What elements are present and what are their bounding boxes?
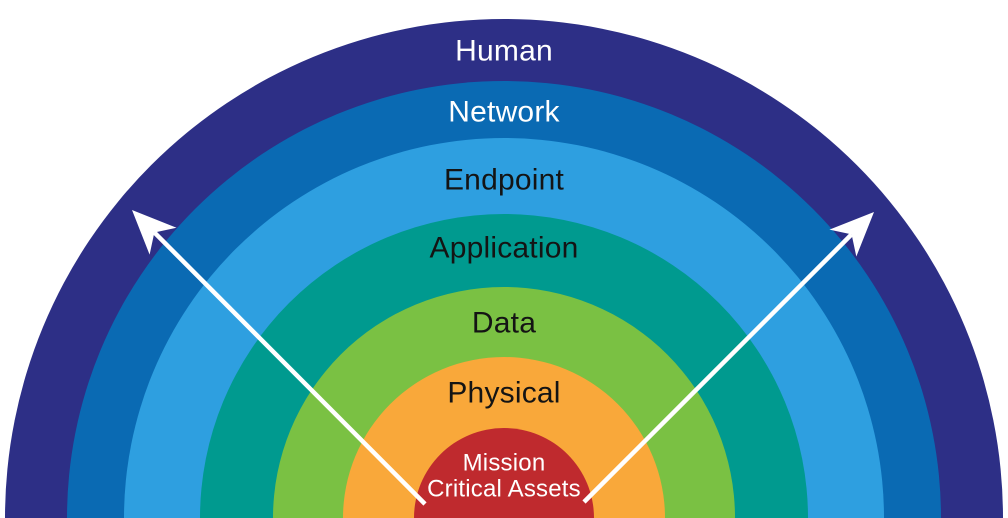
- rings-layer: [5, 19, 1003, 518]
